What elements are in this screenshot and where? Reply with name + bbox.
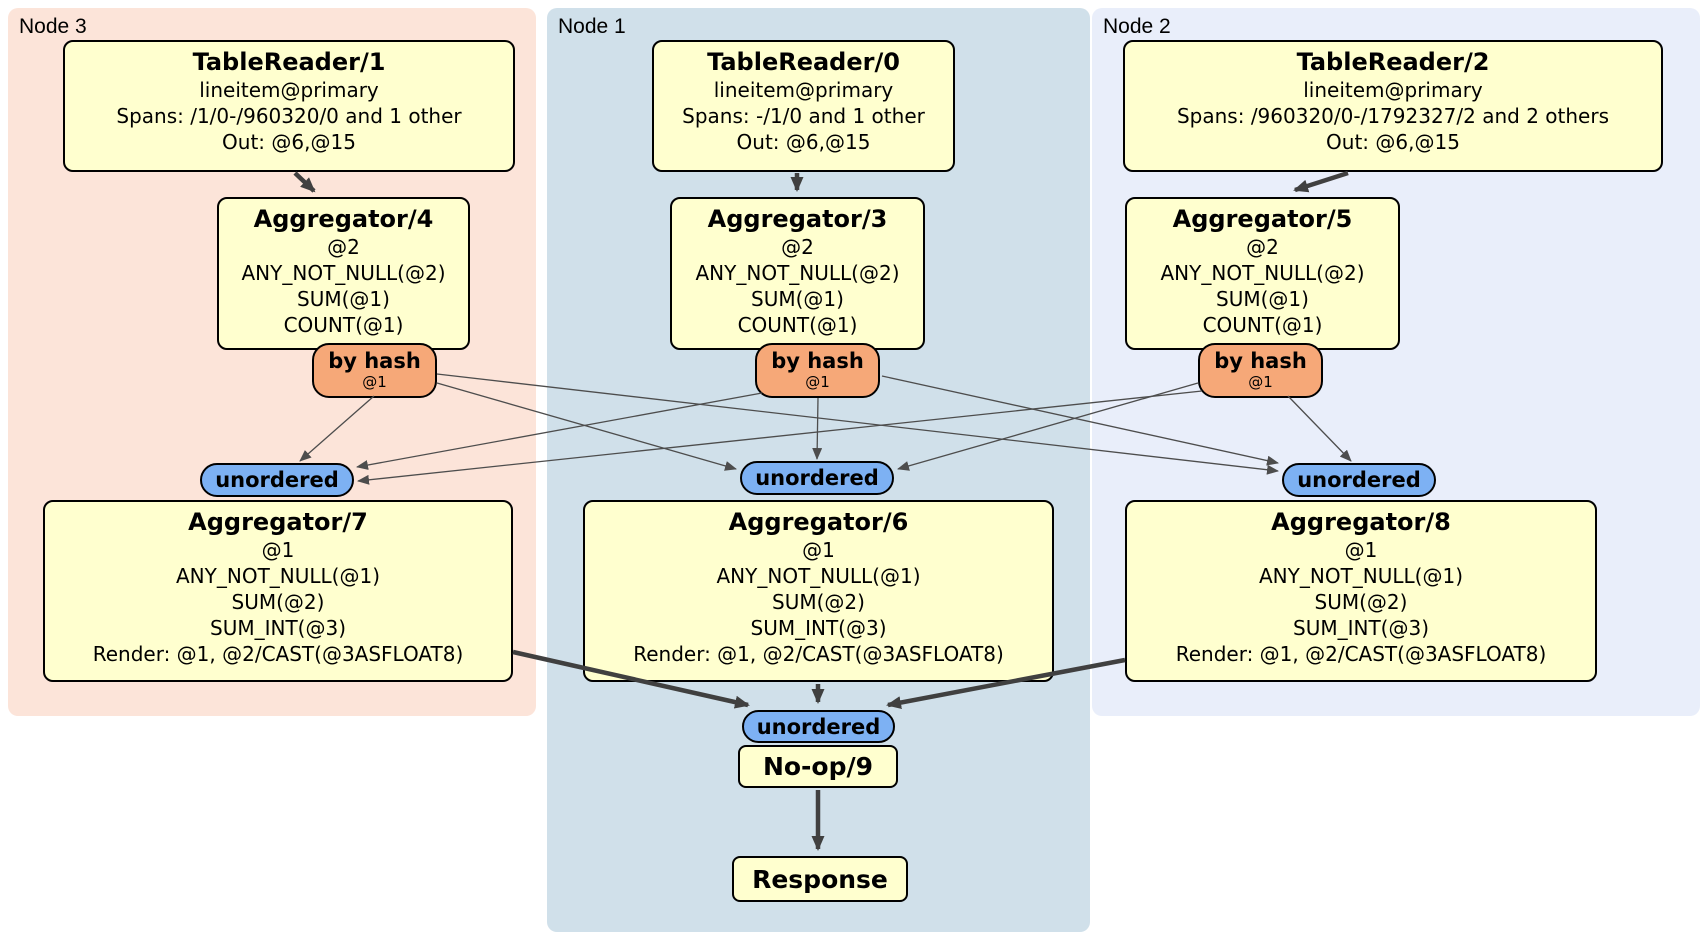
processor-detail: Spans: /1/0-/960320/0 and 1 other <box>116 104 462 128</box>
processor-detail: Spans: /960320/0-/1792327/2 and 2 others <box>1176 104 1609 128</box>
processor-tablereader-0: TableReader/0 lineitem@primary Spans: -/… <box>652 40 955 172</box>
processor-detail: SUM(@2) <box>231 590 325 614</box>
processor-title: Aggregator/8 <box>1271 508 1451 536</box>
router-by-hash-3: by hash @1 <box>755 343 880 398</box>
processor-detail: lineitem@primary <box>713 78 894 102</box>
processor-detail: @2 <box>327 235 360 259</box>
processor-title: Aggregator/3 <box>707 205 888 233</box>
processor-title: TableReader/2 <box>1296 48 1490 76</box>
processor-detail: lineitem@primary <box>1303 78 1483 102</box>
region-node2-label: Node 2 <box>1103 15 1171 38</box>
processor-detail: Out: @6,@15 <box>736 130 871 154</box>
processor-detail: lineitem@primary <box>199 78 379 102</box>
processor-detail: @1 <box>1344 538 1378 562</box>
router-by-hash-4: by hash @1 <box>312 343 437 398</box>
processor-detail: SUM_INT(@3) <box>210 616 346 640</box>
processor-detail: SUM(@2) <box>1314 590 1408 614</box>
processor-title: Aggregator/4 <box>253 205 434 233</box>
processor-detail: COUNT(@1) <box>283 313 404 337</box>
processor-title: TableReader/1 <box>192 48 386 76</box>
processor-aggregator-8: Aggregator/8 @1 ANY_NOT_NULL(@1) SUM(@2)… <box>1125 500 1597 682</box>
processor-detail: ANY_NOT_NULL(@1) <box>1259 564 1463 588</box>
processor-tablereader-1: TableReader/1 lineitem@primary Spans: /1… <box>63 40 515 172</box>
processor-detail: Spans: -/1/0 and 1 other <box>682 104 925 128</box>
processor-detail: Out: @6,@15 <box>222 130 356 154</box>
processor-detail: ANY_NOT_NULL(@2) <box>241 261 446 285</box>
router-columns: @1 <box>805 373 830 391</box>
processor-aggregator-3: Aggregator/3 @2 ANY_NOT_NULL(@2) SUM(@1)… <box>670 197 925 350</box>
router-label: by hash <box>328 349 421 373</box>
processor-detail: Render: @1, @2/CAST(@3ASFLOAT8) <box>92 642 464 666</box>
processor-noop-9: No-op/9 <box>738 745 898 788</box>
response-node: Response <box>732 856 908 902</box>
router-columns: @1 <box>362 373 387 391</box>
router-columns: @1 <box>1248 373 1273 391</box>
processor-aggregator-7: Aggregator/7 @1 ANY_NOT_NULL(@1) SUM(@2)… <box>43 500 513 682</box>
processor-detail: ANY_NOT_NULL(@2) <box>695 261 900 285</box>
processor-detail: SUM_INT(@3) <box>1293 616 1429 640</box>
processor-title: Aggregator/5 <box>1172 205 1353 233</box>
sync-unordered-8: unordered <box>1282 463 1436 497</box>
processor-detail: Out: @6,@15 <box>1326 130 1460 154</box>
sync-unordered-7: unordered <box>200 463 354 497</box>
processor-title: Aggregator/6 <box>728 508 909 536</box>
processor-detail: SUM(@2) <box>772 590 865 614</box>
processor-detail: Render: @1, @2/CAST(@3ASFLOAT8) <box>1175 642 1547 666</box>
processor-detail: @1 <box>261 538 295 562</box>
processor-aggregator-5: Aggregator/5 @2 ANY_NOT_NULL(@2) SUM(@1)… <box>1125 197 1400 350</box>
processor-aggregator-6: Aggregator/6 @1 ANY_NOT_NULL(@1) SUM(@2)… <box>583 500 1054 682</box>
processor-title: Aggregator/7 <box>188 508 368 536</box>
processor-detail: @1 <box>802 538 835 562</box>
processor-tablereader-2: TableReader/2 lineitem@primary Spans: /9… <box>1123 40 1663 172</box>
processor-detail: SUM_INT(@3) <box>750 616 887 640</box>
processor-detail: ANY_NOT_NULL(@2) <box>1160 261 1365 285</box>
sync-unordered-6: unordered <box>740 461 894 495</box>
processor-detail: COUNT(@1) <box>1202 313 1323 337</box>
processor-detail: SUM(@1) <box>1216 287 1309 311</box>
processor-aggregator-4: Aggregator/4 @2 ANY_NOT_NULL(@2) SUM(@1)… <box>217 197 470 350</box>
processor-title: TableReader/0 <box>707 48 900 76</box>
processor-detail: @2 <box>781 235 814 259</box>
processor-detail: COUNT(@1) <box>737 313 858 337</box>
router-label: by hash <box>771 349 864 373</box>
router-label: by hash <box>1214 349 1307 373</box>
processor-detail: SUM(@1) <box>297 287 390 311</box>
region-node1-label: Node 1 <box>558 15 626 38</box>
processor-detail: ANY_NOT_NULL(@1) <box>176 564 380 588</box>
sync-unordered-final: unordered <box>742 710 895 743</box>
processor-detail: @2 <box>1246 235 1279 259</box>
processor-detail: SUM(@1) <box>751 287 844 311</box>
router-by-hash-5: by hash @1 <box>1198 343 1323 398</box>
processor-detail: ANY_NOT_NULL(@1) <box>716 564 921 588</box>
processor-detail: Render: @1, @2/CAST(@3ASFLOAT8) <box>633 642 1004 666</box>
region-node3-label: Node 3 <box>19 15 87 38</box>
